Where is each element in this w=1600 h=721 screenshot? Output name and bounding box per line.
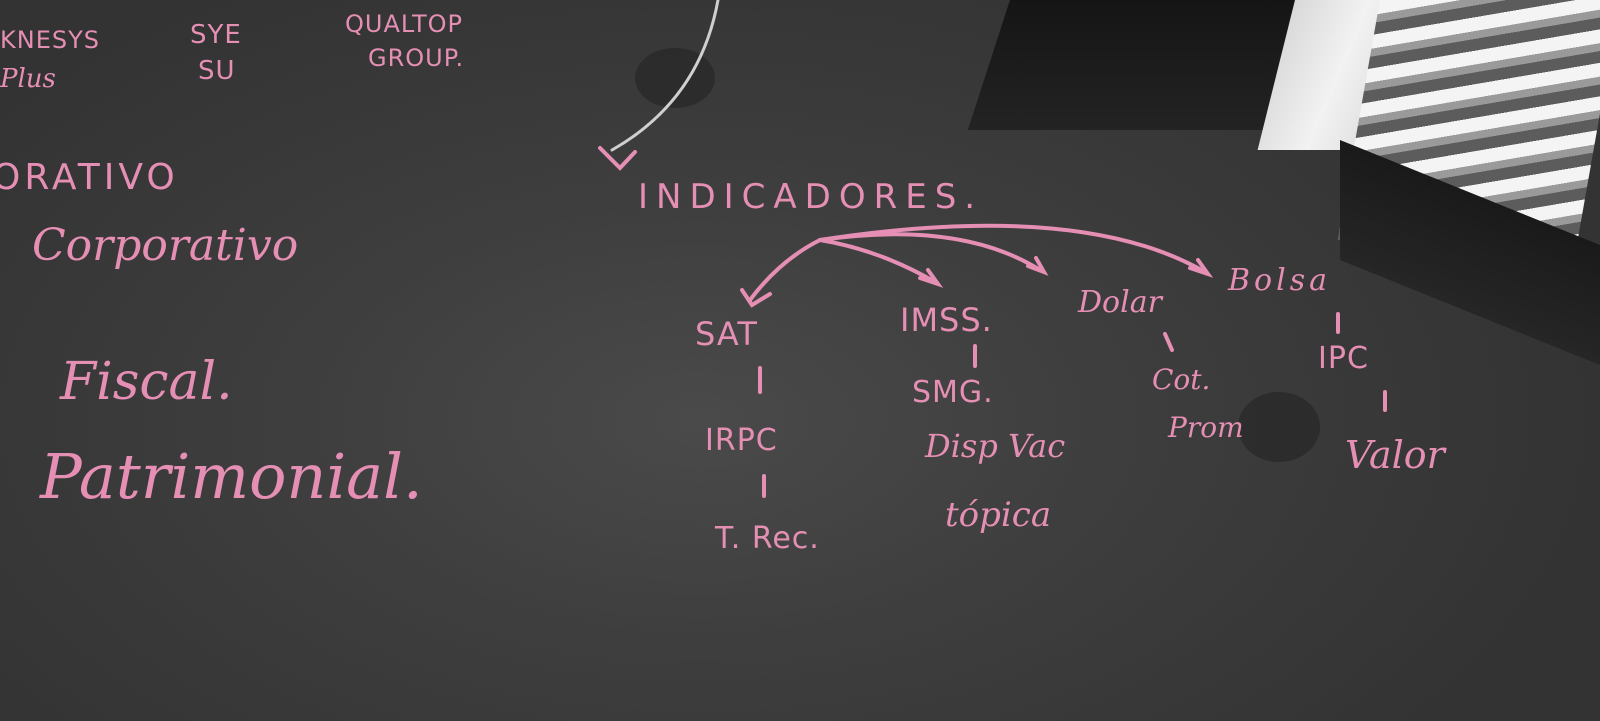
- arrow-head-icon: [918, 268, 944, 288]
- text-valor: Valor: [1345, 433, 1445, 477]
- text-topica: tópica: [945, 495, 1052, 535]
- text-oratiuo: ORATIVO: [0, 157, 179, 198]
- text-sye: SYE: [190, 20, 242, 50]
- arrow-to-imss: [818, 238, 937, 284]
- down-arrow-dolar: [1163, 332, 1174, 352]
- arrow-head-icon: [598, 146, 637, 171]
- board-mark: [1238, 392, 1320, 462]
- text-disp-vac: Disp Vac: [925, 427, 1066, 465]
- text-smg: SMG.: [912, 375, 994, 410]
- arrow-head-icon: [1188, 258, 1214, 278]
- curved-arrow-line: [610, 0, 720, 152]
- text-qualtop: QUALTOP: [345, 10, 463, 38]
- arrow-to-sat: [748, 238, 822, 302]
- text-ipc: IPC: [1318, 341, 1369, 376]
- arrow-head-icon: [740, 288, 772, 308]
- text-dolar: Dolar: [1078, 285, 1162, 320]
- text-knesys: KNESYS: [0, 26, 100, 54]
- text-group: GROUP.: [368, 44, 465, 72]
- text-imss: IMSS.: [900, 301, 993, 339]
- text-prom: Prom: [1168, 411, 1244, 444]
- text-t-rec: T. Rec.: [715, 521, 820, 556]
- text-su: SU: [198, 56, 236, 86]
- text-fiscal: Fiscal.: [60, 352, 233, 412]
- text-irpc: IRPC: [705, 423, 778, 458]
- text-patrimonial: Patrimonial.: [40, 440, 423, 513]
- text-plus: Plus: [0, 64, 56, 94]
- text-corporativo: Corporativo: [32, 220, 299, 271]
- arrow-to-bolsa: [818, 223, 1207, 274]
- text-indicadores-title: INDICADORES.: [638, 177, 984, 217]
- arrow-to-dolar: [818, 232, 1042, 272]
- text-sat: SAT: [695, 315, 758, 353]
- arrow-head-icon: [1026, 256, 1049, 276]
- text-cot: Cot.: [1152, 363, 1211, 396]
- text-bolsa: Bolsa: [1228, 263, 1331, 298]
